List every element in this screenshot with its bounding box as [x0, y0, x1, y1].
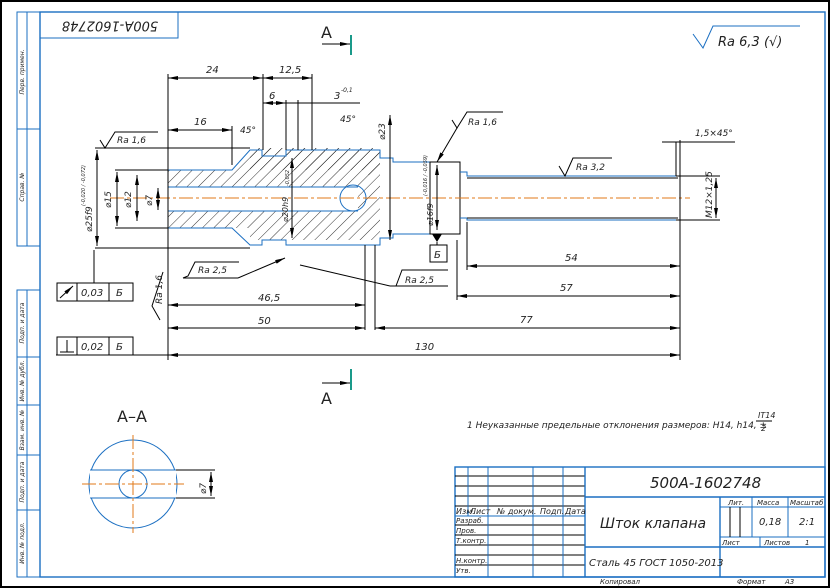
note-fraction-numerator: IT14	[758, 411, 775, 420]
tb-sheet-label: Лист	[721, 539, 741, 547]
section-title: А–А	[117, 407, 147, 426]
format-label: Формат	[737, 578, 766, 586]
side-stamp: Перв. примен. Справ. № Подп. и дата Инв.…	[16, 11, 41, 578]
tb-scale: 2:1	[799, 517, 815, 528]
dim-dia-12: ⌀12	[124, 191, 134, 208]
tb-lit-label: Лит.	[727, 499, 744, 507]
tb-header-doc: № докум.	[496, 507, 536, 516]
dim-54: 54	[565, 253, 578, 264]
tb-mass: 0,18	[759, 517, 781, 528]
roughness-2: Ra 1,6	[468, 118, 497, 128]
angle-45-right: 45°	[340, 115, 356, 125]
dim-dia-23: ⌀23	[378, 123, 388, 140]
general-note: 1 Неуказанные предельные отклонения разм…	[467, 421, 767, 431]
title-block	[454, 466, 826, 578]
dim-12-5: 12,5	[279, 65, 301, 76]
stamp-label: Инв. № подл.	[19, 522, 26, 563]
cut-label-top: А	[321, 23, 332, 42]
tb-role: Утв.	[456, 567, 471, 575]
section-cut-bottom: А	[321, 369, 352, 408]
perpendicularity-value: 0,02	[81, 342, 103, 353]
stamp-label: Подп. и дата	[19, 461, 26, 502]
stamp-label: Справ. №	[19, 172, 26, 201]
perpendicularity-tolerance-frame: 0,02 Б	[56, 336, 134, 356]
dim-dia-16: ⌀16f9	[426, 203, 435, 226]
runout-base: Б	[116, 288, 123, 299]
section-view: А–А ⌀7	[82, 407, 215, 533]
general-roughness-text: Ra 6,3 (√)	[718, 35, 782, 50]
section-cut-top: А	[321, 23, 352, 55]
dim-chamfer: 1,5×45°	[695, 129, 733, 139]
tb-sheets: 1	[805, 539, 809, 547]
roughness-1: Ra 1,6	[117, 136, 146, 146]
tb-header-sheet: Лист	[469, 507, 491, 516]
tb-designation: 500A-1602748	[650, 474, 761, 492]
tb-header-date: Дата	[564, 507, 586, 516]
dimension-lines	[56, 74, 735, 360]
tb-sheets-label: Листов	[763, 539, 790, 547]
dim-46-5: 46,5	[258, 293, 280, 304]
roughness-5: Ra 2,5	[405, 276, 434, 286]
angle-45-left: 45°	[240, 126, 256, 136]
datum-letter: Б	[434, 250, 441, 261]
tb-scale-label: Масштаб	[790, 499, 824, 507]
note-fraction-denominator: 2	[761, 424, 766, 433]
perpendicularity-base: Б	[116, 342, 123, 353]
runout-tolerance-frame: 0,03 Б	[56, 282, 134, 302]
tb-header-change: Изм.	[456, 507, 475, 516]
dim-77: 77	[520, 315, 533, 326]
stamp-label: Подп. и дата	[19, 302, 26, 343]
roughness-3: Ra 3,2	[576, 163, 605, 173]
tb-part-name: Шток клапана	[600, 516, 706, 532]
tb-role: Разраб.	[456, 517, 484, 525]
dim-dia-25: ⌀25f9	[85, 206, 95, 232]
datum-marker: Б	[429, 234, 448, 263]
dim-3: 3	[334, 91, 340, 102]
dim-3-tolerance: -0,1	[341, 87, 353, 94]
dim-dia-20-tol: -0,052	[285, 170, 291, 186]
format-value: А3	[784, 578, 794, 586]
dim-dia-20: ⌀20h9	[281, 197, 290, 222]
dim-16: 16	[194, 117, 207, 128]
cut-label-bottom: А	[321, 389, 332, 408]
tb-role: Пров.	[456, 527, 476, 535]
copied-label: Копировал	[600, 578, 641, 586]
dim-50: 50	[258, 316, 271, 327]
designation-box	[39, 11, 179, 39]
general-roughness: Ra 6,3 (√)	[692, 25, 800, 50]
tb-mass-label: Масса	[757, 499, 779, 507]
dim-dia-15: ⌀15	[104, 191, 114, 208]
part-section	[110, 148, 690, 246]
dim-dia-16-tol: (-0,016 / -0,059)	[423, 155, 429, 196]
roughness-6: Ra 1,6	[155, 275, 165, 304]
roughness-4: Ra 2,5	[198, 266, 227, 276]
tb-role: Н.контр.	[456, 557, 487, 565]
dim-6: 6	[269, 91, 275, 102]
tb-header-sign: Подп.	[540, 507, 564, 516]
stamp-label: Инв. № дубл.	[19, 360, 26, 401]
tb-material: Сталь 45 ГОСТ 1050-2013	[589, 558, 724, 569]
roughness-marks: Ra 1,6 Ra 1,6 Ra 3,2 Ra 2,5 Ra 2,5 Ra 1,…	[99, 111, 612, 321]
dim-24: 24	[206, 65, 219, 76]
stamp-label: Взам. инв. №	[19, 410, 26, 451]
dim-dia-7: ⌀7	[145, 195, 155, 206]
rotated-designation: 500A-1602748	[62, 18, 158, 33]
stamp-label: Перв. примен.	[19, 49, 26, 94]
runout-value: 0,03	[81, 288, 103, 299]
tb-role: Т.контр.	[456, 537, 486, 545]
dim-dia-25-tol: (-0,020 / -0,072)	[81, 165, 87, 206]
dim-57: 57	[560, 283, 573, 294]
dim-130: 130	[415, 342, 434, 353]
section-hole-dia: ⌀7	[199, 483, 209, 494]
dim-thread: M12×1,25	[705, 171, 715, 218]
